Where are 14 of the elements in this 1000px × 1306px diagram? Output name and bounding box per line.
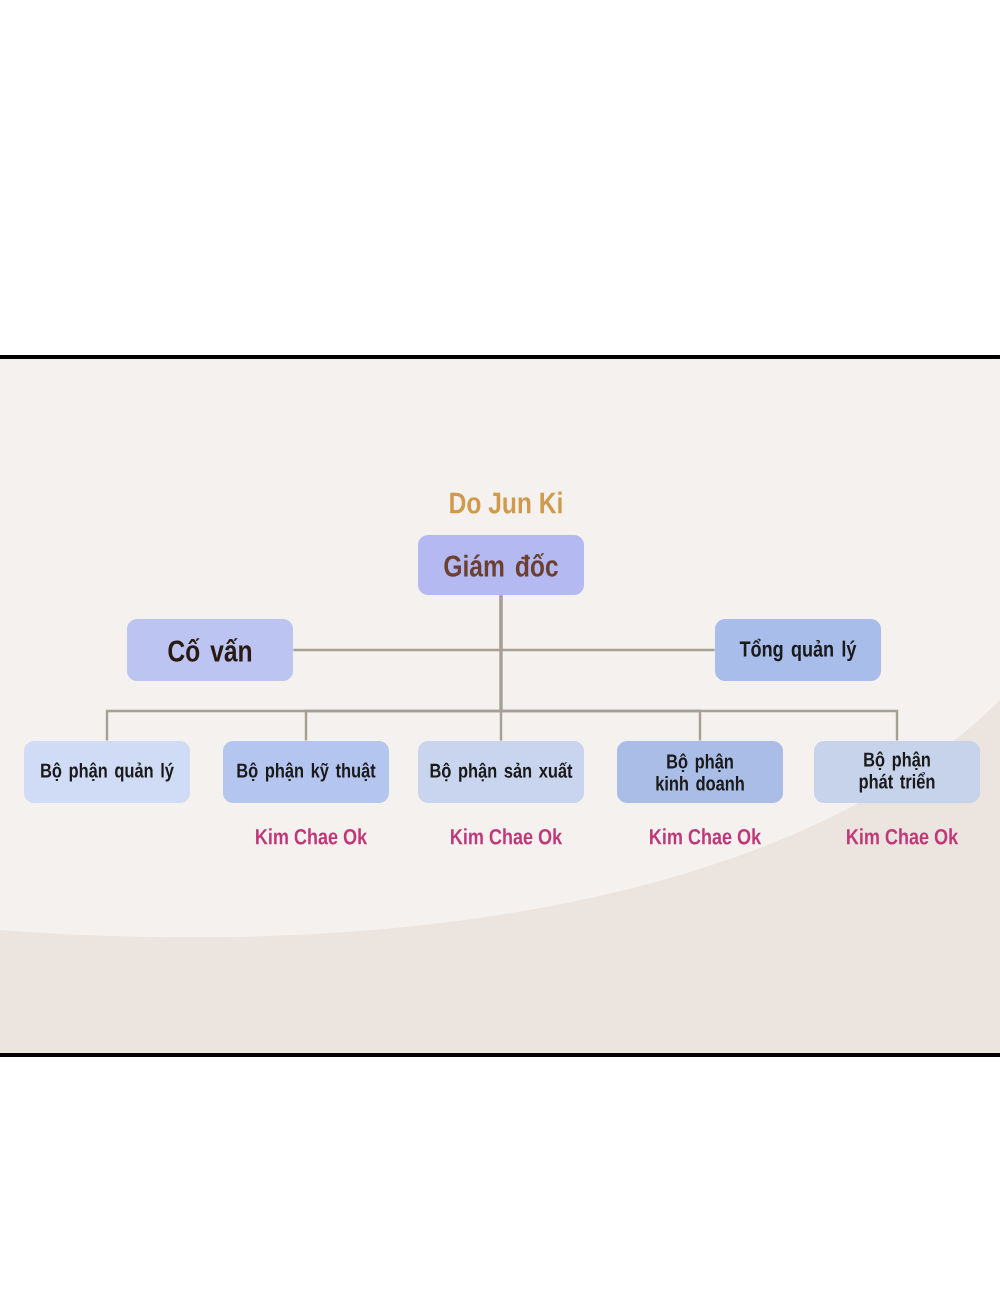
name-label: Do Jun Ki (450, 491, 562, 514)
name-label: Kim Chae Ok (256, 828, 368, 845)
org-box: Tổng quản lý (715, 619, 881, 681)
org-box: Bộ phận kinh doanh (617, 741, 783, 803)
name-label: Kim Chae Ok (650, 828, 762, 845)
connector-line (499, 595, 899, 741)
org-box: Bộ phận quản lý (24, 741, 190, 803)
name-label: Kim Chae Ok (451, 828, 563, 845)
name-label: Kim Chae Ok (847, 828, 959, 845)
org-box: Bộ phận kỹ thuật (223, 741, 389, 803)
org-box: Cố vấn (127, 619, 293, 681)
org-box: Bộ phận phát triển (814, 741, 980, 803)
org-box: Giám đốc (418, 535, 584, 595)
org-box: Bộ phận sản xuất (418, 741, 584, 803)
